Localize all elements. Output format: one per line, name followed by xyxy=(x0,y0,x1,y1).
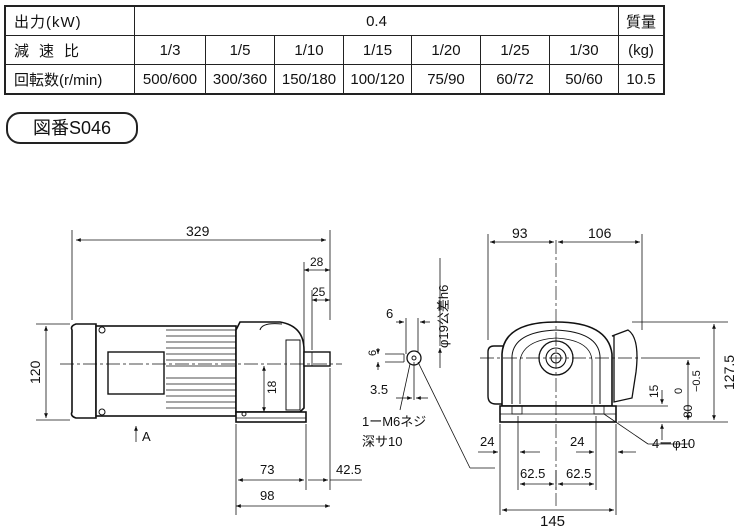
dim-120: 120 xyxy=(27,360,43,384)
speed-cell: 100/120 xyxy=(343,64,412,95)
ratio-cell: 1/10 xyxy=(274,35,344,65)
dim-tol-lower: −0.5 xyxy=(691,370,703,392)
ratio-cell: 1/20 xyxy=(411,35,481,65)
ratio-row: 減速比 1/3 1/5 1/10 1/15 1/20 1/25 1/30 (kg… xyxy=(4,35,665,65)
motor-end-cap xyxy=(70,323,97,419)
speed-cell: 50/60 xyxy=(549,64,619,95)
shaft-detail xyxy=(376,258,495,469)
ratio-cell: 1/15 xyxy=(343,35,412,65)
dim-tol-upper: 0 xyxy=(673,388,685,394)
speed-cell: 150/180 xyxy=(274,64,344,95)
dim-3-5: 3.5 xyxy=(370,382,388,397)
dim-329: 329 xyxy=(186,223,210,239)
dim-key-6: 6 xyxy=(386,306,393,321)
shaft-diameter-label: φ19公差h6 xyxy=(436,285,451,348)
dim-62-5-right: 62.5 xyxy=(566,466,591,481)
end-view xyxy=(480,240,650,506)
side-view xyxy=(60,321,342,423)
tap-label-2: 深サ10 xyxy=(362,434,402,449)
dim-18: 18 xyxy=(265,380,279,394)
cooling-fins xyxy=(166,329,236,409)
dim-73: 73 xyxy=(260,462,274,477)
dim-24-left: 24 xyxy=(480,434,494,449)
dim-98: 98 xyxy=(260,488,274,503)
gearbox-foot xyxy=(235,411,307,423)
gearbox-body xyxy=(235,321,305,413)
dim-25: 25 xyxy=(312,285,326,299)
dim-62-5-left: 62.5 xyxy=(520,466,545,481)
output-shaft xyxy=(303,351,331,367)
tap-label-1: 1ーM6ネジ xyxy=(362,414,426,429)
dim-80: 80 xyxy=(681,404,695,418)
speed-cell: 60/72 xyxy=(480,64,550,95)
speed-row: 回転数(r/min) 500/600 300/360 150/180 100/1… xyxy=(4,64,665,95)
dim-24-right: 24 xyxy=(570,434,584,449)
ratio-cell: 1/30 xyxy=(549,35,619,65)
arrow-a-label: A xyxy=(142,429,151,444)
speed-cell: 300/360 xyxy=(205,64,275,95)
figure-number-badge: 図番S046 xyxy=(6,112,138,144)
dim-42-5: 42.5 xyxy=(336,462,361,477)
mass-value: 10.5 xyxy=(618,64,665,95)
speed-label: 回転数(r/min) xyxy=(4,64,135,95)
ratio-cell: 1/25 xyxy=(480,35,550,65)
dim-key-h-6: 6 xyxy=(367,350,379,356)
dim-106: 106 xyxy=(588,225,612,241)
speed-cell: 75/90 xyxy=(411,64,481,95)
speed-cell: 500/600 xyxy=(134,64,206,95)
dim-15: 15 xyxy=(647,384,661,398)
spec-table: 出力(kW) 0.4 質量 減速比 1/3 1/5 1/10 1/15 1/20… xyxy=(4,5,665,95)
output-row: 出力(kW) 0.4 質量 xyxy=(4,5,665,36)
mass-unit: (kg) xyxy=(618,35,665,65)
output-label: 出力(kW) xyxy=(4,5,135,36)
output-value: 0.4 xyxy=(134,5,619,36)
ratio-label: 減速比 xyxy=(4,35,135,65)
dim-127-5: 127.5 xyxy=(721,355,737,390)
terminal-cover xyxy=(611,329,638,403)
terminal-box xyxy=(107,351,165,395)
dim-93: 93 xyxy=(512,225,528,241)
dim-28: 28 xyxy=(310,255,324,269)
dim-145: 145 xyxy=(540,513,565,529)
hole-label: 4ーφ10 xyxy=(652,436,695,451)
